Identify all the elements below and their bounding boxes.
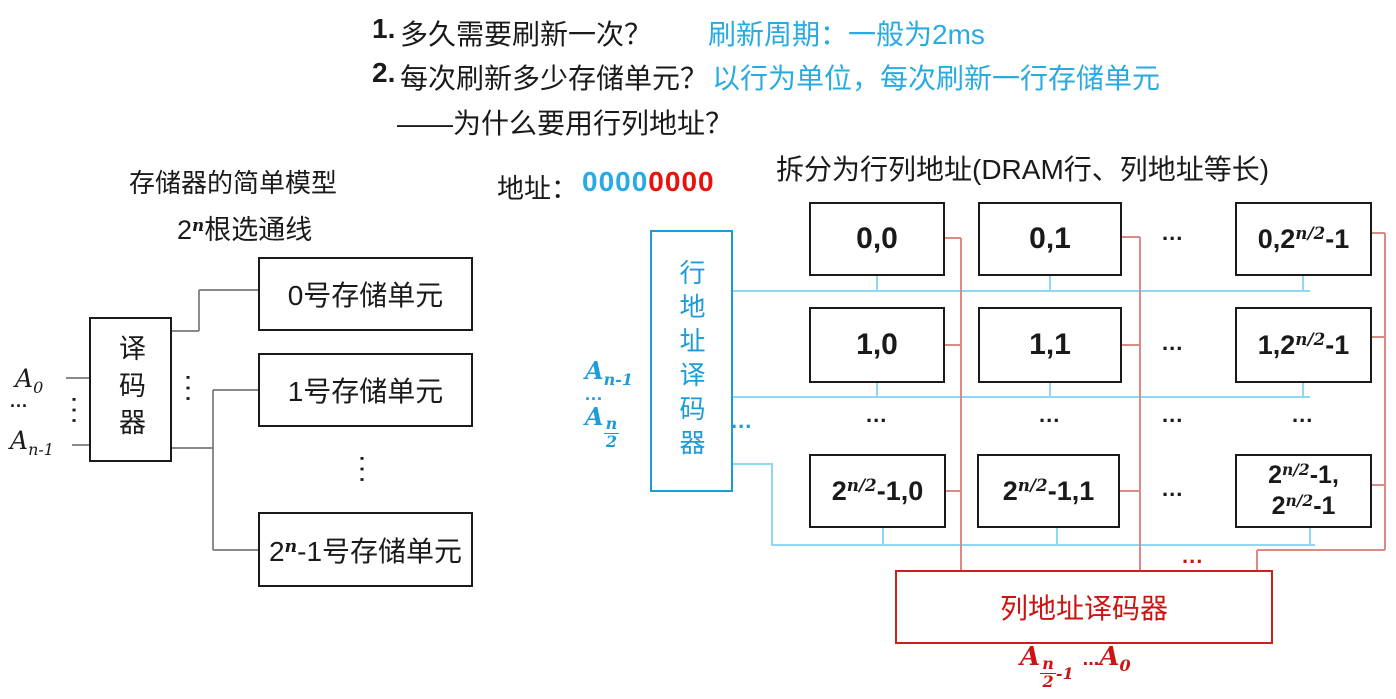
row-address-msb-label: An-1 (585, 356, 634, 389)
address-bits: 00000000 (582, 166, 715, 198)
cell-last-0: 2n/2-1,0 (809, 454, 946, 528)
row-address-decoder-label: 行地址译码器 (676, 259, 706, 463)
left-diagram-title: 存储器的简单模型 (129, 168, 338, 198)
cell-1-last: 1,2n/2-1 (1235, 307, 1372, 383)
question-1-text: 多久需要刷新一次？ (400, 19, 653, 50)
dots-row-col0: ... (866, 402, 888, 427)
memory-cell-1-label: 1号存储单元 (287, 376, 444, 407)
cell-1-0-label: 1,0 (856, 328, 898, 361)
memory-cell-0-label: 0号存储单元 (287, 280, 444, 311)
address-line-ellipsis: ... (10, 391, 29, 411)
input-dots-vertical: ... (67, 396, 90, 429)
cell-last-1-label: 2n/2-1,1 (1002, 475, 1095, 506)
memory-cell-last-label: 2n-1号存储单元 (268, 535, 463, 567)
row-0-ellipsis: ... (1162, 220, 1184, 245)
right-diagram-title: 拆分为行列地址(DRAM行、列地址等长) (776, 154, 1270, 185)
answer-2-text: 以行为单位，每次刷新一行存储单元 (712, 63, 1161, 94)
cell-0-0-label: 0,0 (856, 222, 898, 255)
cell-0-1: 0,1 (978, 202, 1122, 276)
cell-0-last: 0,2n/2-1 (1235, 202, 1372, 276)
cell-1-1-label: 1,1 (1029, 328, 1071, 361)
question-1-number: 1. (372, 13, 396, 44)
answer-1-text: 刷新周期：一般为2ms (708, 19, 985, 50)
cell-0-0: 0,0 (809, 202, 945, 276)
cell-last-last-label: 2n/2-1, 2n/2-1 (1268, 460, 1339, 520)
select-lines-dots-vertical: ... (181, 374, 204, 407)
column-select-lines-red (945, 232, 1386, 570)
left-decoder-wires-gray (66, 289, 258, 551)
address-line-a0-label: A0 (15, 364, 44, 397)
row-address-ellipsis: ... (585, 384, 604, 404)
column-address-bits: 0000 (648, 166, 715, 197)
cell-0-1-label: 0,1 (1029, 222, 1071, 255)
dots-row-col3: ... (1292, 402, 1314, 427)
cell-last-0-label: 2n/2-1,0 (831, 475, 924, 506)
row-last-ellipsis: ... (1162, 476, 1184, 501)
memory-cell-0: 0号存储单元 (258, 257, 473, 331)
column-lines-ellipsis-red: ... (1182, 543, 1204, 568)
memory-cell-1: 1号存储单元 (258, 353, 473, 427)
dots-row-col1: ... (1039, 402, 1061, 427)
cell-1-0: 1,0 (809, 307, 945, 383)
question-2-text: 每次刷新多少存储单元？ (400, 63, 709, 94)
decoder-box: 译码器 (89, 317, 172, 462)
row-lines-ellipsis-blue: ... (731, 408, 753, 433)
cell-0-last-label: 0,2n/2-1 (1257, 223, 1350, 254)
dots-row-col2: ... (1162, 402, 1184, 427)
cell-1-1: 1,1 (978, 307, 1122, 383)
memory-cell-last: 2n-1号存储单元 (258, 512, 473, 587)
cell-1-last-label: 1,2n/2-1 (1257, 329, 1350, 360)
cell-last-last: 2n/2-1, 2n/2-1 (1235, 454, 1372, 528)
select-lines-label: 2n根选通线 (177, 214, 313, 245)
cell-last-1: 2n/2-1,1 (977, 454, 1120, 528)
column-address-decoder-box: 列地址译码器 (895, 570, 1273, 644)
address-label: 地址： (497, 174, 578, 204)
decoder-label: 译码器 (115, 334, 145, 445)
row-1-ellipsis: ... (1162, 330, 1184, 355)
question-2-number: 2. (372, 57, 396, 88)
row-address-decoder-box: 行地址译码器 (650, 230, 733, 492)
question-3-text: ——为什么要用行列地址？ (397, 108, 734, 139)
row-address-bits: 0000 (582, 166, 649, 197)
column-address-decoder-label: 列地址译码器 (999, 593, 1168, 624)
address-line-an1-label: An-1 (10, 426, 54, 459)
row-select-lines-blue (733, 276, 1315, 546)
memory-cells-dots-vertical: ... (355, 455, 378, 488)
